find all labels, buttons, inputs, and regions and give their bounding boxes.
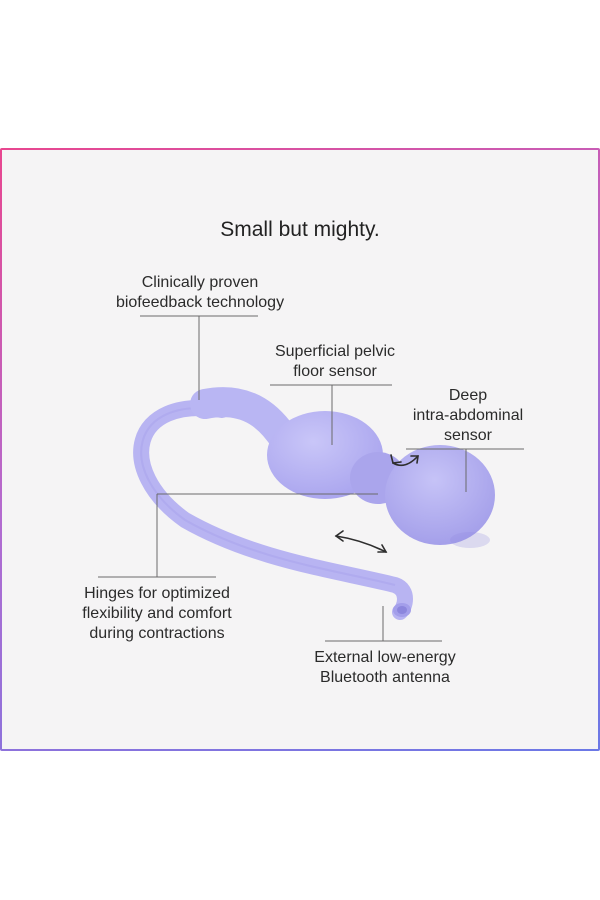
callout-pelvic-line1: Superficial pelvic xyxy=(274,343,396,360)
callout-hinges-line2: flexibility and comfort xyxy=(82,605,232,622)
callout-antenna-line1: External low-energy xyxy=(314,649,456,666)
callout-biofeedback-line2: biofeedback technology xyxy=(115,294,285,311)
callout-abdominal-sensor: Deep intra-abdominal sensor xyxy=(400,386,536,446)
callout-biofeedback: Clinically proven biofeedback technology xyxy=(80,273,320,313)
callout-biofeedback-line1: Clinically proven xyxy=(141,274,259,291)
callout-hinges: Hinges for optimized flexibility and com… xyxy=(47,584,267,644)
page-title: Small but mighty. xyxy=(220,218,380,241)
callout-antenna: External low-energy Bluetooth antenna xyxy=(280,648,490,688)
callout-hinges-line3: during contractions xyxy=(89,625,225,642)
abdominal-sensor xyxy=(385,445,495,545)
callout-abdominal-line3: sensor xyxy=(443,427,493,444)
callout-abdominal-line2: intra-abdominal xyxy=(412,407,524,424)
flex-arrow-lower xyxy=(334,530,388,553)
flex-arrow-upper xyxy=(390,454,419,467)
callout-hinges-line1: Hinges for optimized xyxy=(84,585,230,602)
callout-antenna-line2: Bluetooth antenna xyxy=(320,669,450,686)
callout-pelvic-line2: floor sensor xyxy=(293,363,377,380)
callout-abdominal-line1: Deep xyxy=(448,387,488,404)
callout-pelvic-sensor: Superficial pelvic floor sensor xyxy=(240,342,430,382)
